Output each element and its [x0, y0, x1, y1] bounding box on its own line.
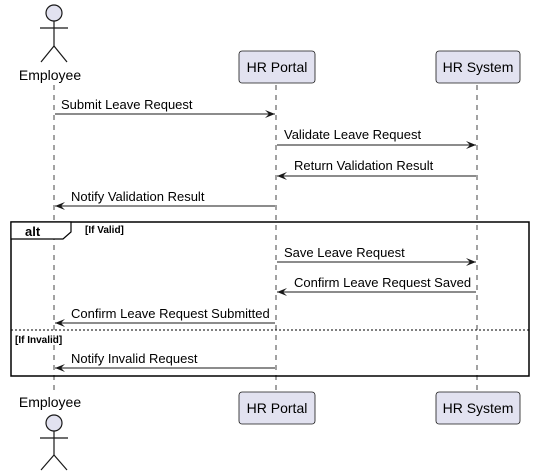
- message-label: Validate Leave Request: [284, 127, 421, 142]
- message-label: Submit Leave Request: [61, 97, 193, 112]
- participant-portal-bottom: HR Portal: [238, 391, 316, 425]
- message-1: Submit Leave Request: [55, 97, 275, 118]
- message-label: Confirm Leave Request Submitted: [71, 306, 270, 321]
- actor-icon: [40, 414, 68, 471]
- actor-icon: [40, 4, 68, 63]
- actor-employee-top: Employee: [19, 4, 81, 83]
- actor-label-employee: Employee: [19, 394, 81, 410]
- message-label: Confirm Leave Request Saved: [294, 275, 471, 290]
- fragment-frame: [10, 221, 530, 377]
- message-7: Confirm Leave Request Submitted: [55, 306, 275, 327]
- participant-label-system: HR System: [443, 59, 514, 75]
- message-8: Notify Invalid Request: [55, 351, 275, 372]
- message-label: Notify Invalid Request: [71, 351, 198, 366]
- participant-label-portal: HR Portal: [247, 400, 308, 416]
- actor-label-employee: Employee: [19, 67, 81, 83]
- message-label: Return Validation Result: [294, 158, 434, 173]
- participant-system-bottom: HR System: [435, 391, 521, 425]
- actor-employee-bottom: Employee: [19, 394, 81, 471]
- participant-system-top: HR System: [435, 50, 521, 84]
- fragment-operator: alt: [25, 224, 41, 239]
- alt-fragment: alt [If Valid] [If Invalid]: [10, 221, 530, 377]
- message-3: Return Validation Result: [277, 158, 476, 180]
- fragment-operator-tab: [10, 221, 72, 240]
- fragment-guard-valid: [If Valid]: [85, 225, 124, 236]
- message-label: Save Leave Request: [284, 245, 405, 260]
- message-5: Save Leave Request: [277, 245, 476, 266]
- participant-label-system: HR System: [443, 400, 514, 416]
- fragment-guard-invalid: [If Invalid]: [15, 335, 62, 346]
- participant-label-portal: HR Portal: [247, 59, 308, 75]
- message-6: Confirm Leave Request Saved: [277, 275, 476, 296]
- message-label: Notify Validation Result: [71, 189, 205, 204]
- message-4: Notify Validation Result: [55, 189, 275, 210]
- participant-portal-top: HR Portal: [238, 50, 316, 84]
- message-2: Validate Leave Request: [277, 127, 476, 149]
